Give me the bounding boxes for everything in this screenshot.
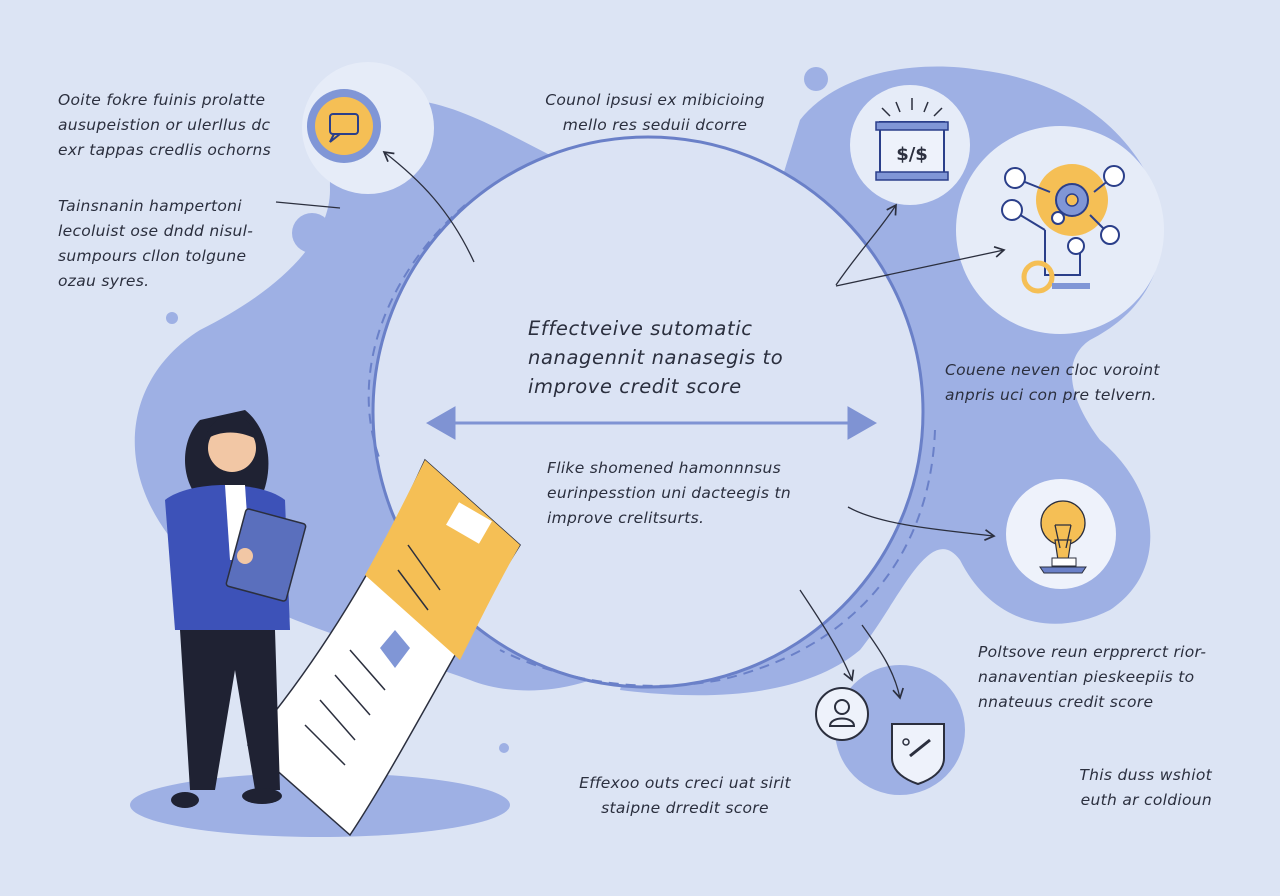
text-line: nnateuus credit score (978, 693, 1154, 711)
main-title: Effectveive sutomatic nanagennit nanaseg… (528, 314, 783, 401)
text-line: anpris uci con pre telvern. (945, 386, 1157, 404)
text-line: nanaventian pieskeepiis to (978, 668, 1195, 686)
shield-icon (891, 723, 945, 786)
title-line: Effectveive sutomatic (528, 317, 753, 340)
user-icon (815, 687, 869, 741)
money-icon: $/$ (850, 85, 970, 205)
person-illustration (165, 410, 307, 808)
text-line: improve crelitsurts. (547, 509, 705, 527)
text-block-bottom-center: Effexoo outs creci uat sirit staipne drr… (550, 771, 820, 821)
svg-text:$/$: $/$ (896, 144, 928, 165)
text-line: staipne drredit score (601, 799, 769, 817)
text-block-mid-left: Tainsnanin hampertoni lecoluist ose dndd… (58, 194, 253, 294)
text-block-top-center: Counol ipsusi ex mibicioing mello res se… (510, 88, 800, 138)
title-line: improve credit score (528, 375, 742, 398)
text-block-right-lower: Poltsove reun erpprerct rior- nanaventia… (978, 640, 1206, 715)
text-line: lecoluist ose dndd nisul- (58, 222, 254, 240)
connector-arrows (275, 150, 1006, 700)
double-arrow (425, 406, 878, 440)
text-line: ozau syres. (58, 272, 150, 290)
text-block-top-left: Ooite fokre fuinis prolatte ausupeistion… (58, 88, 271, 163)
text-line: ausupeistion or ulerllus dc (58, 116, 271, 134)
text-block-bottom-right: This duss wshiot euth ar coldioun (1040, 763, 1212, 813)
text-block-center-sub: Flike shomened hamonnnsus eurinpesstion … (547, 456, 791, 531)
text-line: Counol ipsusi ex mibicioing (545, 91, 765, 109)
text-block-right-mid: Couene neven cloc voroint anpris uci con… (945, 358, 1160, 408)
text-line: Couene neven cloc voroint (945, 361, 1160, 379)
document-illustration (246, 458, 521, 837)
text-line: mello res seduii dcorre (562, 116, 748, 134)
lightbulb-icon (1006, 479, 1116, 589)
text-line: eurinpesstion uni dacteegis tn (547, 484, 791, 502)
text-line: exr tappas credlis ochorns (58, 141, 272, 159)
chat-icon (302, 62, 434, 194)
network-icon (956, 126, 1164, 334)
title-line: nanagennit nanasegis to (528, 346, 784, 369)
text-line: euth ar coldioun (1080, 791, 1212, 809)
text-line: Tainsnanin hampertoni (58, 197, 242, 215)
text-line: Effexoo outs creci uat sirit (579, 774, 791, 792)
text-line: Flike shomened hamonnnsus (547, 459, 781, 477)
text-line: This duss wshiot (1079, 766, 1212, 784)
text-line: Poltsove reun erpprerct rior- (978, 643, 1207, 661)
text-line: sumpours cllon tolgune (58, 247, 247, 265)
text-line: Ooite fokre fuinis prolatte (58, 91, 266, 109)
